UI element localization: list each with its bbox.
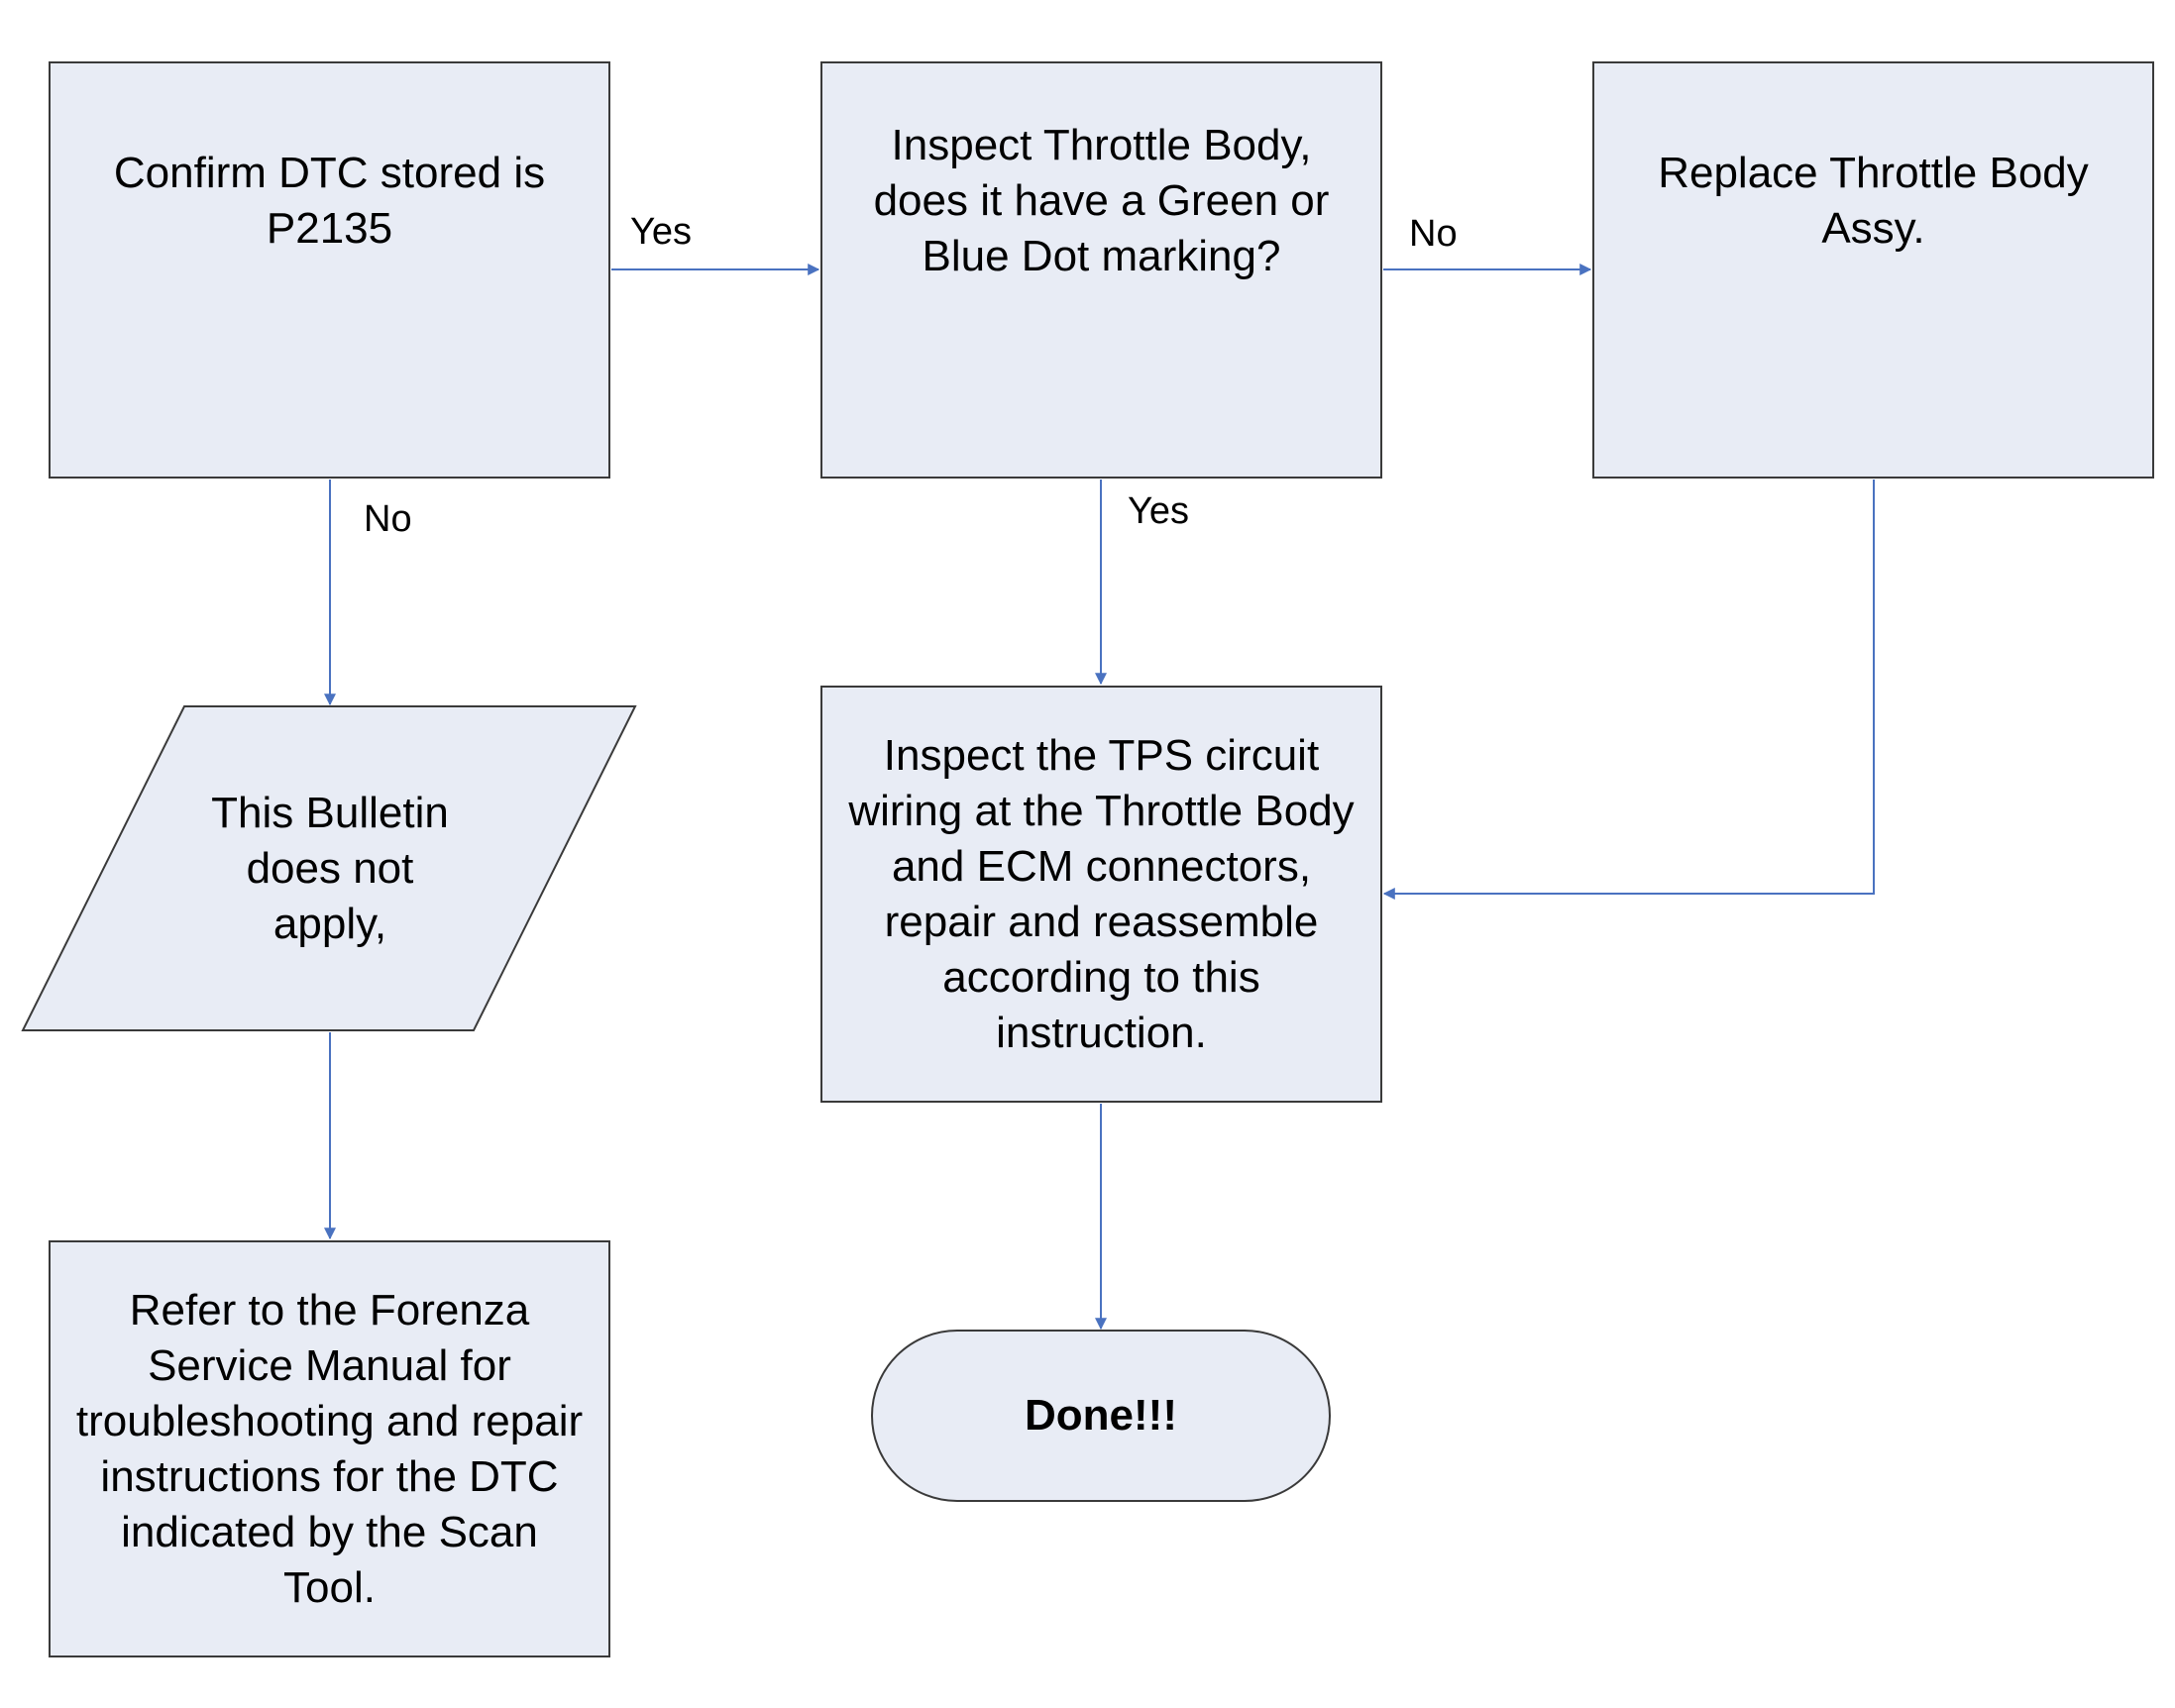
edge-replace-to-tps <box>1382 480 1875 900</box>
edge-label-yes-confirm: Yes <box>630 211 692 253</box>
node-replace-throttle-body-text: Replace Throttle Body Assy. <box>1658 148 2089 253</box>
done-shape <box>871 1330 1331 1502</box>
node-inspect-tps-circuit: Inspect the TPS circuit wiring at the Th… <box>820 686 1382 1103</box>
node-bulletin-not-apply-text: This Bulletin does not apply, <box>211 789 449 948</box>
bulletin-shape <box>21 705 637 1031</box>
node-confirm-dtc: Confirm DTC stored is P2135 <box>49 61 610 479</box>
node-inspect-throttle-body-text: Inspect Throttle Body, does it have a Gr… <box>873 120 1330 280</box>
node-done-text: Done!!! <box>1025 1391 1177 1440</box>
node-replace-throttle-body: Replace Throttle Body Assy. <box>1592 61 2154 479</box>
node-refer-service-manual-text: Refer to the Forenza Service Manual for … <box>75 1285 584 1612</box>
node-refer-service-manual: Refer to the Forenza Service Manual for … <box>49 1240 610 1657</box>
edge-label-no-confirm: No <box>364 498 412 540</box>
node-inspect-throttle-body: Inspect Throttle Body, does it have a Gr… <box>820 61 1382 479</box>
node-confirm-dtc-text: Confirm DTC stored is P2135 <box>113 148 546 253</box>
node-bulletin-not-apply: This Bulletin does not apply, <box>23 706 637 1031</box>
edge-label-no-inspect: No <box>1409 213 1458 255</box>
node-inspect-tps-circuit-text: Inspect the TPS circuit wiring at the Th… <box>848 730 1355 1057</box>
edge-label-yes-inspect: Yes <box>1128 490 1189 532</box>
node-done: Done!!! <box>872 1331 1330 1501</box>
